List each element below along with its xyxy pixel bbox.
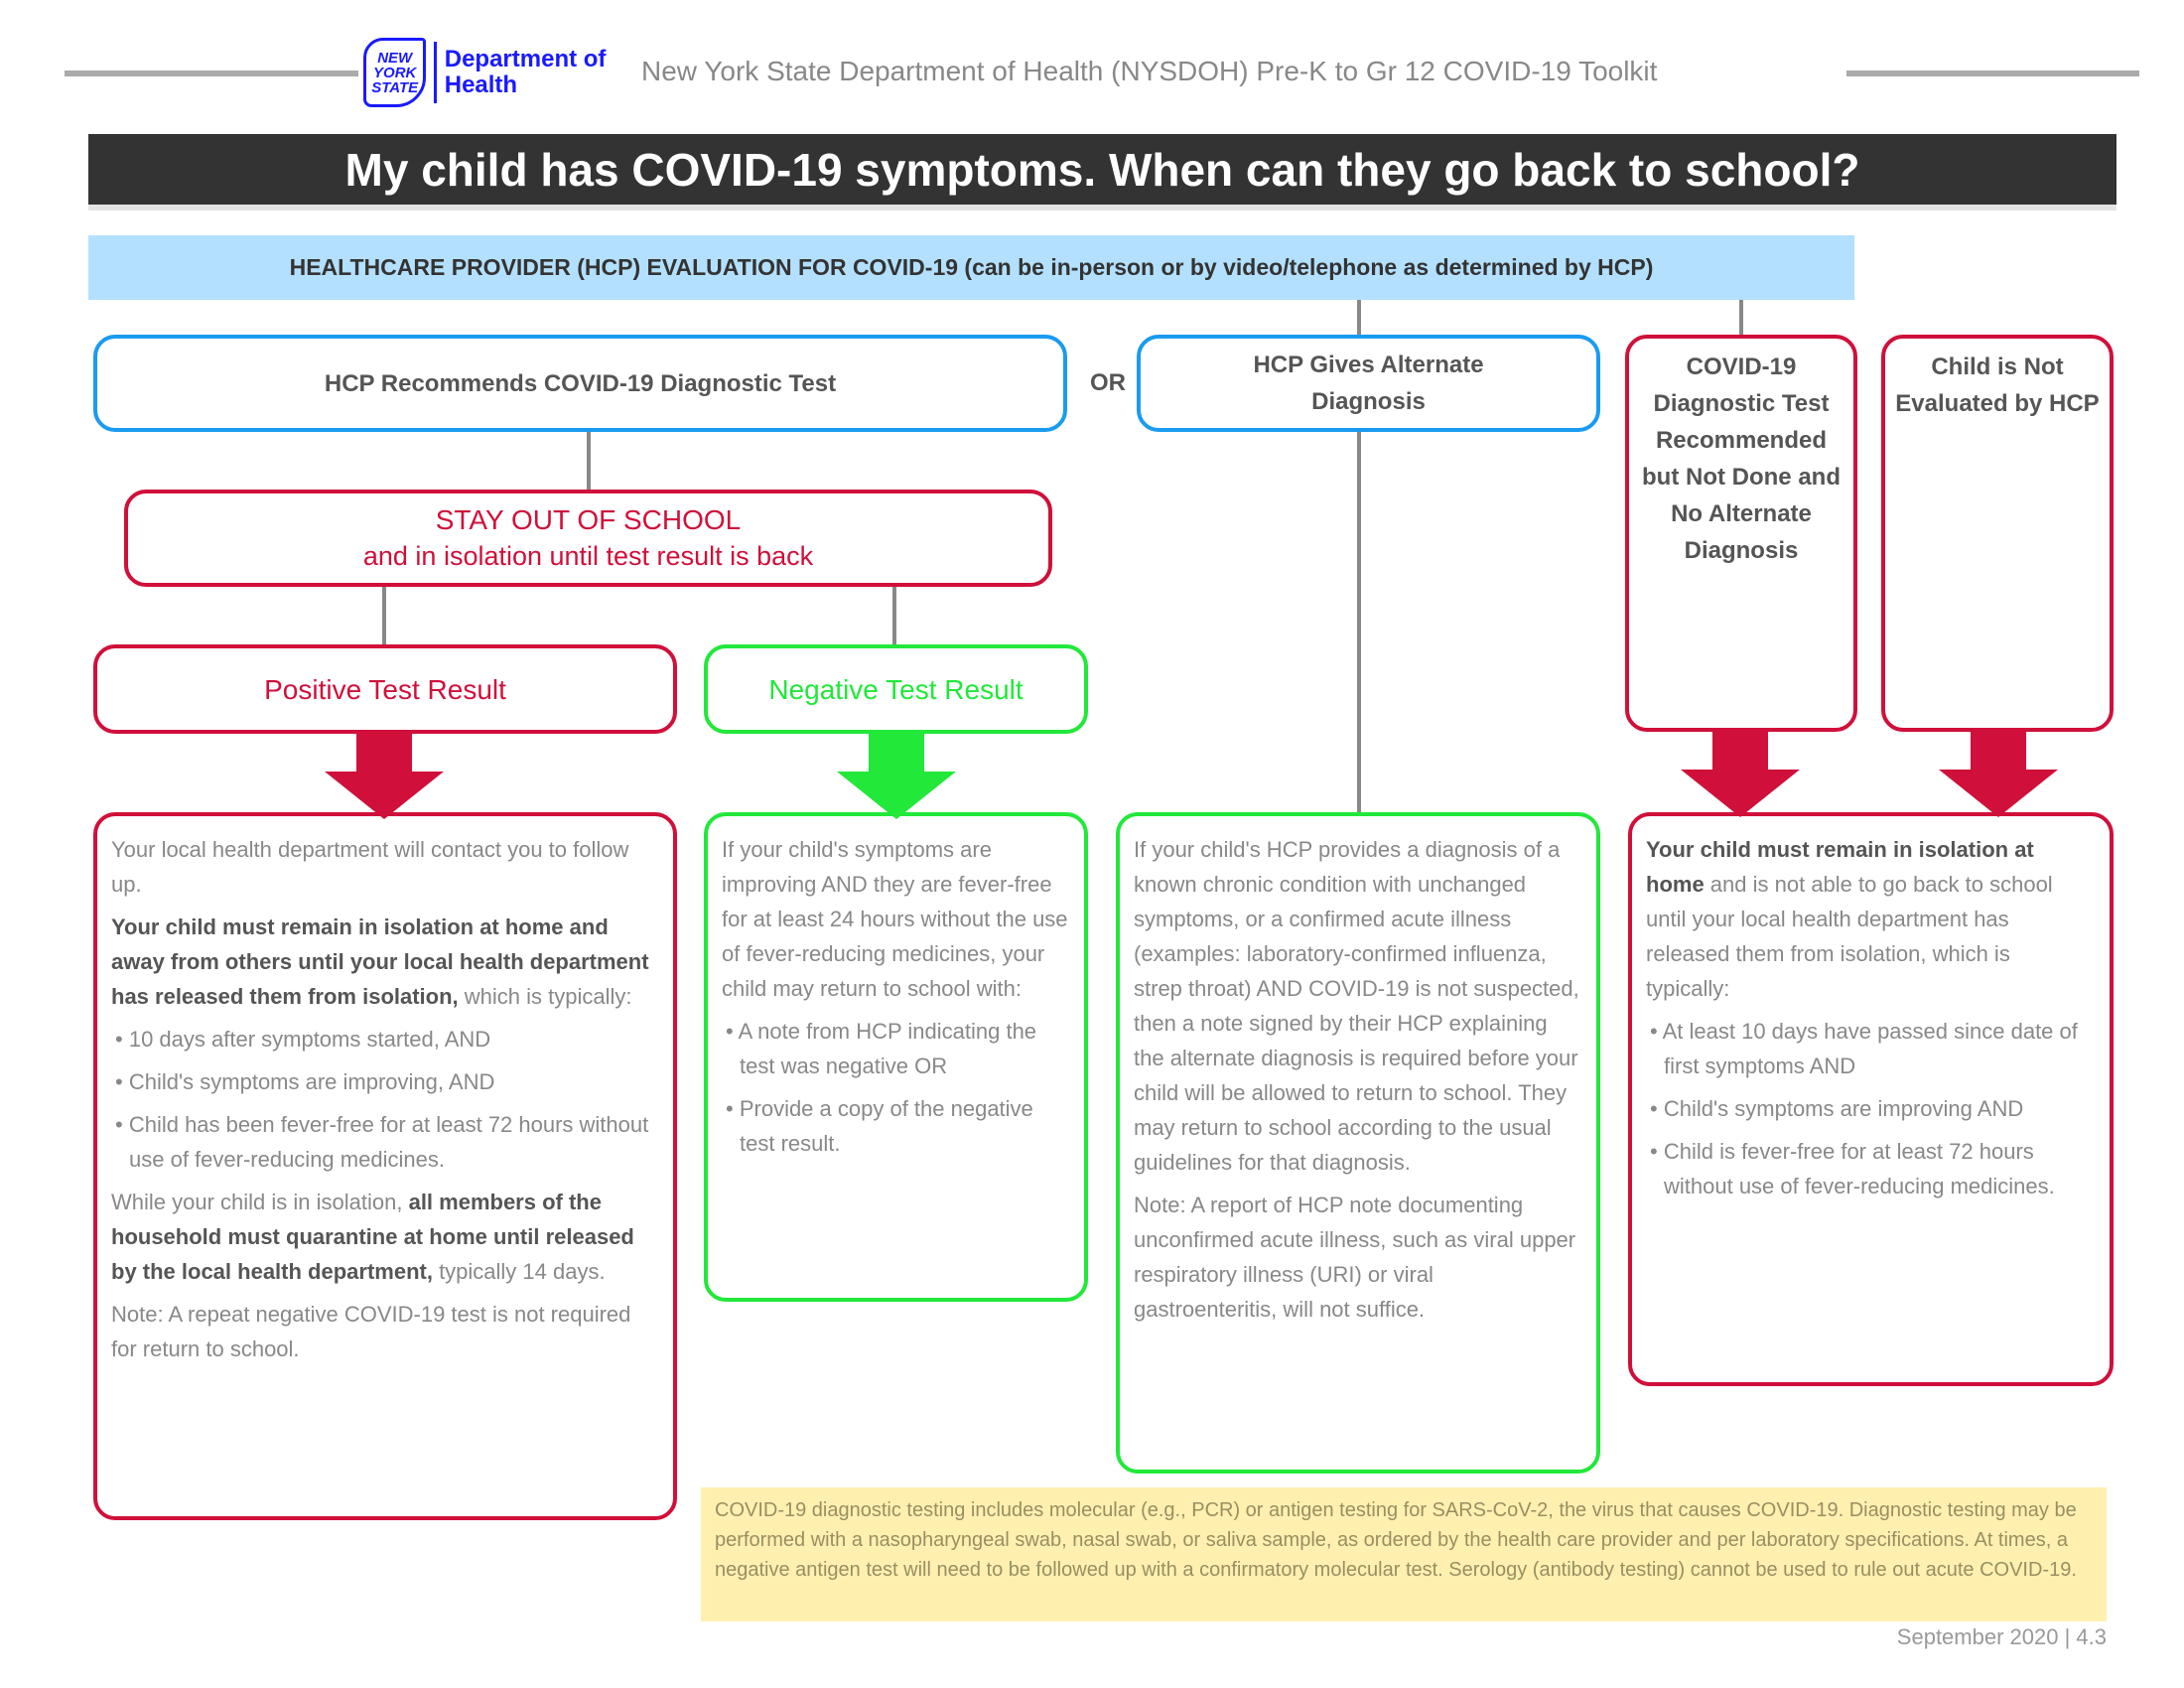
test-not-done-box: COVID-19 Diagnostic Test Recommended but… <box>1625 335 1857 732</box>
connector <box>382 587 386 644</box>
testing-footnote: COVID-19 diagnostic testing includes mol… <box>701 1487 2107 1621</box>
page-title: My child has COVID-19 symptoms. When can… <box>88 134 2116 205</box>
logo-department: Department of Health <box>444 46 607 98</box>
connector <box>1357 300 1361 335</box>
connector <box>892 587 896 644</box>
recommend-test-box: HCP Recommends COVID-19 Diagnostic Test <box>93 335 1067 432</box>
connector <box>1357 432 1361 812</box>
header-rule-left <box>65 70 358 76</box>
page-footer: September 2020 | 4.3 <box>1896 1624 2107 1649</box>
alternate-guidance-box: If your child's HCP provides a diagnosis… <box>1116 812 1600 1474</box>
isolation-guidance-box: Your child must remain in isolation at h… <box>1628 812 2114 1386</box>
positive-guidance-box: Your local health department will contac… <box>93 812 677 1520</box>
negative-guidance-box: If your child's symptoms are improving A… <box>704 812 1088 1302</box>
positive-result-box: Positive Test Result <box>93 644 677 734</box>
not-evaluated-box: Child is Not Evaluated by HCP <box>1881 335 2114 732</box>
connector <box>587 432 591 490</box>
or-label: OR <box>1090 369 1126 396</box>
alternate-diagnosis-box: HCP Gives Alternate Diagnosis <box>1137 335 1600 432</box>
connector <box>1739 300 1743 335</box>
hcp-evaluation-banner: HEALTHCARE PROVIDER (HCP) EVALUATION FOR… <box>88 235 1854 300</box>
negative-result-box: Negative Test Result <box>704 644 1088 734</box>
toolkit-title: New York State Department of Health (NYS… <box>641 56 1658 86</box>
header-rule-right <box>1846 70 2139 76</box>
